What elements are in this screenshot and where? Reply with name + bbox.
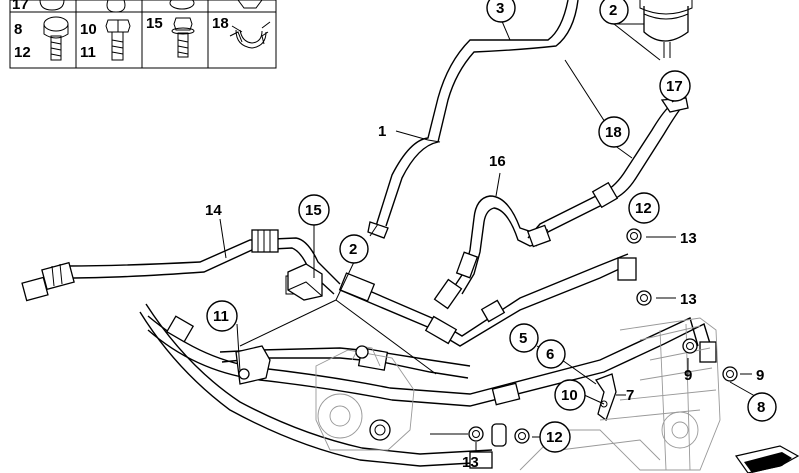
callout-11[interactable]: 11 [206,300,238,332]
legend-label-11: 11 [80,44,96,61]
pump-sketch [315,345,415,451]
callout-label-12-lower: 12 [546,429,563,446]
callout-3[interactable]: 3 [486,0,516,23]
callout-label-13-upper: 13 [680,230,697,247]
legend-cell-18[interactable]: 18 [212,15,271,49]
callout-15[interactable]: 15 [298,194,330,226]
legend-label-15: 15 [146,15,163,32]
callout-label-9-right: 9 [756,367,764,384]
banjo-bolt-icon [43,16,69,61]
hose-clip-icon [106,0,126,13]
hose-14 [21,229,341,302]
callout-17[interactable]: 17 [659,70,691,102]
callout-label-1: 1 [378,123,386,140]
callout-label-16: 16 [489,153,506,170]
callout-14[interactable]: 14 [205,202,222,219]
hose-clamp-icon [237,0,263,9]
reservoir-icon [639,0,693,58]
callout-label-11: 11 [213,308,229,325]
callout-label-10: 10 [561,387,578,404]
legend-label-18: 18 [212,15,229,32]
callout-label-17: 17 [666,78,683,95]
banjo-bolt-icon [469,423,507,469]
page-arrow-icon[interactable] [734,445,799,473]
parts-legend: 17 8 12 10 11 [9,0,277,69]
callout-5[interactable]: 5 [509,323,539,353]
callout-1[interactable]: 1 [378,123,386,140]
legend-cell-17[interactable]: 17 [12,0,29,13]
legend-cell-10-11[interactable]: 10 11 [80,19,131,61]
hose-16 [433,195,552,310]
callout-7[interactable]: 7 [626,387,634,404]
callout-label-14: 14 [205,202,222,219]
washer-icon [169,0,195,10]
callout-label-13-lower: 13 [462,454,479,471]
callout-label-15: 15 [305,202,322,219]
callout-18[interactable]: 18 [598,116,630,148]
callout-2-line[interactable]: 2 [339,234,369,264]
bracket-11 [235,345,271,385]
callout-label-2-reservoir: 2 [609,2,617,19]
callout-label-9-left: 9 [684,367,692,384]
callout-13-upper[interactable]: 13 [680,230,697,247]
callout-label-7: 7 [626,387,634,404]
feed-hose-18 [527,97,689,247]
return-hose-1 [367,0,579,239]
callout-label-2-line: 2 [349,241,357,258]
callout-13-lower[interactable]: 13 [462,454,479,471]
legend-label-8: 8 [14,21,22,38]
callout-9-right[interactable]: 9 [756,367,764,384]
legend-cell-15[interactable]: 15 [146,15,195,58]
bracket-15 [287,263,323,301]
legend-label-10: 10 [80,21,97,38]
callout-9-left[interactable]: 9 [684,367,692,384]
callout-12-upper[interactable]: 12 [628,192,660,224]
callout-label-3: 3 [496,0,504,17]
hex-bolt-icon [105,19,131,61]
callout-label-13-middle: 13 [680,291,697,308]
callout-8[interactable]: 8 [747,392,777,422]
callout-10[interactable]: 10 [554,379,586,411]
hose-clamp-icon [229,21,271,49]
callout-12-lower[interactable]: 12 [539,421,571,453]
callout-13-middle[interactable]: 13 [680,291,697,308]
callout-label-12-upper: 12 [635,200,652,217]
callout-label-5: 5 [519,330,527,347]
legend-label-12: 12 [14,44,31,61]
steering-gear-sketch [519,317,721,471]
callout-6[interactable]: 6 [536,339,566,369]
legend-cell-8-12[interactable]: 8 12 [14,16,69,61]
leader-lines [219,18,763,452]
flange-bolt-icon [171,17,195,58]
callout-label-6: 6 [546,346,554,363]
callout-label-18: 18 [605,124,622,141]
callout-label-8: 8 [757,399,765,416]
bracket-7 [595,373,617,422]
washer-icon [468,228,738,444]
washer-icon [39,0,65,11]
callout-16[interactable]: 16 [489,153,506,170]
legend-label-17: 17 [12,0,29,13]
callout-2-reservoir[interactable]: 2 [599,0,629,25]
